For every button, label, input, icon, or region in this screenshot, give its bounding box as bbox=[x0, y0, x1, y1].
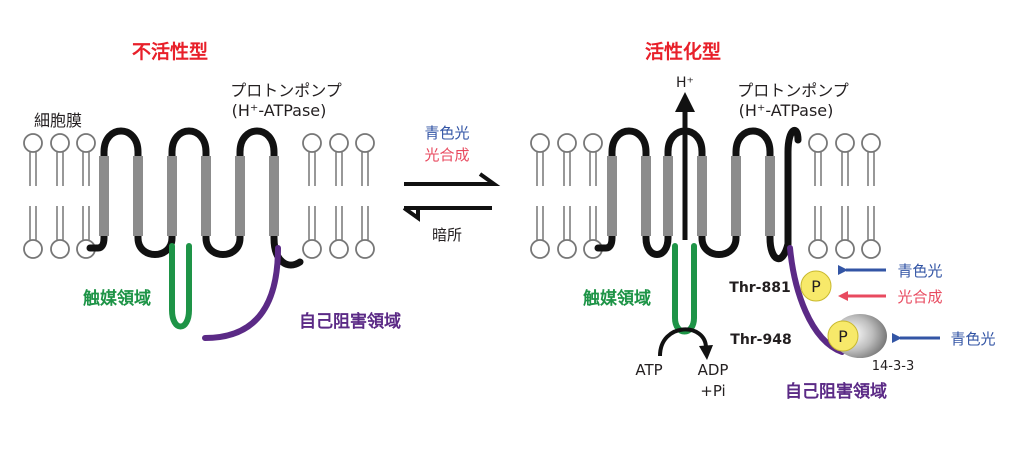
thr881-label: Thr-881 bbox=[729, 280, 790, 296]
lipid-molecule bbox=[23, 133, 43, 153]
lipid-molecule bbox=[867, 206, 875, 240]
phospho-site-thr948 bbox=[827, 320, 859, 352]
lipid-molecule bbox=[530, 133, 550, 153]
proton-label: H⁺ bbox=[676, 75, 694, 91]
left-catalytic-domain bbox=[169, 243, 192, 330]
lipid-molecule bbox=[557, 239, 577, 259]
lipid-molecule bbox=[808, 133, 828, 153]
lipid-molecule bbox=[335, 152, 343, 186]
left-panel: 不活性型 プロトンポンプ (H⁺-ATPase) 細胞膜 触媒領域 自己阻害領域 bbox=[23, 40, 401, 341]
lipid-molecule bbox=[563, 206, 571, 240]
photosynthesis-arrow-head bbox=[838, 291, 848, 301]
phospho-site-thr881 bbox=[800, 270, 832, 302]
lipid-molecule bbox=[530, 239, 550, 259]
lipid-molecule bbox=[361, 206, 369, 240]
atp-hydrolysis-arrow bbox=[658, 327, 708, 357]
lipid-molecule bbox=[76, 133, 96, 153]
right-pump-backbone bbox=[594, 126, 802, 262]
left-autoinhibitory-label: 自己阻害領域 bbox=[299, 311, 401, 332]
lipid-molecule bbox=[808, 239, 828, 259]
protein-14-3-3-label: 14-3-3 bbox=[872, 359, 914, 374]
lipid-molecule bbox=[867, 152, 875, 186]
lipid-molecule bbox=[308, 152, 316, 186]
right-pump-label: プロトンポンプ bbox=[737, 81, 849, 100]
reverse-label-dark: 暗所 bbox=[432, 226, 462, 244]
lipid-molecule bbox=[50, 133, 70, 153]
lipid-molecule bbox=[308, 206, 316, 240]
lipid-molecule bbox=[82, 152, 90, 186]
lipid-molecule bbox=[536, 152, 544, 186]
right-catalytic-label: 触媒領域 bbox=[582, 288, 651, 309]
left-pump-backbone bbox=[86, 127, 304, 269]
equilibrium-arrows: 青色光 光合成 暗所 bbox=[402, 124, 501, 244]
right-lipid-bilayer-left bbox=[530, 133, 603, 259]
left-state-title: 不活性型 bbox=[132, 40, 208, 63]
proton-arrow-head bbox=[675, 92, 695, 112]
lipid-molecule bbox=[861, 239, 881, 259]
lipid-molecule bbox=[589, 152, 597, 186]
lipid-molecule bbox=[563, 152, 571, 186]
lipid-bilayer-right bbox=[302, 133, 375, 259]
lipid-molecule bbox=[536, 206, 544, 240]
signal-label-blue-1: 青色光 bbox=[897, 262, 942, 280]
signal-label-photosynthesis: 光合成 bbox=[897, 288, 942, 306]
atp-arrow-head bbox=[699, 345, 713, 360]
lipid-molecule bbox=[557, 133, 577, 153]
signal-label-blue-2: 青色光 bbox=[950, 330, 995, 348]
reverse-arrow bbox=[402, 206, 492, 222]
lipid-molecule bbox=[302, 133, 322, 153]
lipid-molecule bbox=[29, 206, 37, 240]
pi-label: +Pi bbox=[700, 382, 725, 400]
right-helices bbox=[607, 156, 775, 236]
phospho-label-thr881: P bbox=[811, 277, 821, 296]
forward-arrow bbox=[404, 172, 501, 186]
lipid-molecule bbox=[335, 206, 343, 240]
lipid-molecule bbox=[329, 239, 349, 259]
lipid-molecule bbox=[835, 239, 855, 259]
left-pump-label: プロトンポンプ bbox=[230, 81, 342, 100]
lipid-molecule bbox=[23, 239, 43, 259]
left-autoinhibitory-tail bbox=[202, 245, 281, 341]
lipid-molecule bbox=[814, 206, 822, 240]
lipid-molecule bbox=[841, 152, 849, 186]
lipid-molecule bbox=[329, 133, 349, 153]
lipid-molecule bbox=[835, 133, 855, 153]
right-pump-formula: (H⁺-ATPase) bbox=[739, 101, 834, 120]
left-catalytic-label: 触媒領域 bbox=[82, 288, 151, 309]
lipid-molecule bbox=[50, 239, 70, 259]
phospho-label-thr948: P bbox=[838, 327, 848, 346]
lipid-molecule bbox=[361, 152, 369, 186]
lipid-molecule bbox=[56, 152, 64, 186]
left-helices bbox=[99, 156, 279, 236]
lipid-molecule bbox=[355, 133, 375, 153]
lipid-molecule bbox=[56, 206, 64, 240]
thr948-label: Thr-948 bbox=[730, 332, 791, 348]
lipid-molecule bbox=[583, 133, 603, 153]
lipid-molecule bbox=[355, 239, 375, 259]
lipid-molecule bbox=[302, 239, 322, 259]
right-autoinhibitory-label: 自己阻害領域 bbox=[785, 381, 887, 402]
lipid-molecule bbox=[82, 206, 90, 240]
left-pump-formula: (H⁺-ATPase) bbox=[232, 101, 327, 120]
adp-label: ADP bbox=[698, 361, 729, 379]
lipid-bilayer-left bbox=[23, 133, 96, 259]
right-state-title: 活性化型 bbox=[645, 40, 721, 63]
lipid-molecule bbox=[861, 133, 881, 153]
membrane-label: 細胞膜 bbox=[34, 111, 82, 130]
atp-label: ATP bbox=[635, 361, 662, 379]
lipid-molecule bbox=[29, 152, 37, 186]
right-catalytic-domain bbox=[672, 243, 697, 335]
right-lipid-bilayer-right bbox=[808, 133, 881, 259]
lipid-molecule bbox=[841, 206, 849, 240]
lipid-molecule bbox=[589, 206, 597, 240]
forward-label-photosynthesis: 光合成 bbox=[424, 146, 469, 164]
right-panel: 活性化型 H⁺ プロトンポンプ (H⁺-ATPase) P bbox=[530, 40, 996, 402]
lipid-molecule bbox=[814, 152, 822, 186]
forward-label-blue-light: 青色光 bbox=[424, 124, 469, 142]
